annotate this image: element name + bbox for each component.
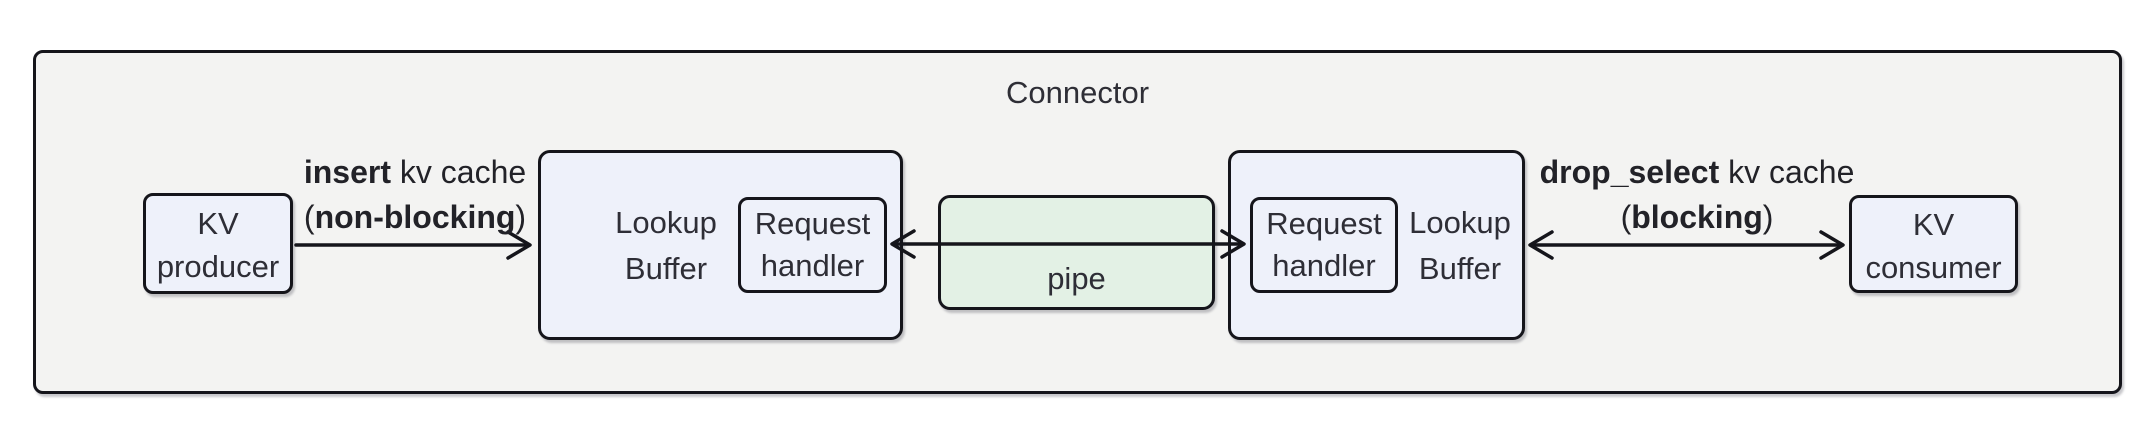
drop-select-mode-close-paren: ) (1762, 199, 1774, 235)
request-handler-left-label-line2: handler (760, 248, 865, 283)
node-kv-consumer: KV consumer (1849, 195, 2018, 293)
request-handler-right-label-line1: Request (1266, 206, 1382, 241)
insert-edge-label-line2: (non-blocking) (215, 195, 615, 240)
drop-select-edge-label-line2: (blocking) (1447, 195, 1947, 240)
node-lookup-buffer-left: Lookup Buffer Request handler (538, 150, 903, 340)
insert-keyword: insert (303, 154, 391, 190)
lookup-buffer-right-label-line2: Buffer (1418, 251, 1502, 286)
drop-select-mode-open-paren: ( (1620, 199, 1632, 235)
node-kv-producer: KV producer (143, 193, 293, 294)
drop-select-edge-label-line1: drop_select kv cache (1447, 150, 1947, 195)
kv-consumer-label-line2: consumer (1865, 249, 2002, 285)
node-pipe: pipe (938, 195, 1215, 310)
lookup-buffer-left-label-line2: Buffer (624, 251, 708, 286)
lookup-buffer-left-label-line1: Lookup (615, 205, 717, 240)
node-request-handler-right: Request handler (1250, 197, 1398, 293)
connector-title: Connector (1005, 75, 1150, 110)
insert-edge-label-line1: insert kv cache (215, 150, 615, 195)
kv-producer-label-line2: producer (156, 249, 280, 284)
kv-consumer-label-line1: KV (1912, 206, 1955, 242)
insert-mode-open-paren: ( (303, 199, 315, 235)
insert-mode: non-blocking (314, 199, 516, 235)
drop-select-mode: blocking (1631, 199, 1763, 235)
node-request-handler-left: Request handler (738, 197, 887, 293)
lookup-buffer-right-label: Lookup Buffer (1385, 200, 1535, 292)
drop-select-keyword: drop_select (1539, 154, 1720, 190)
request-handler-right-label-line2: handler (1272, 248, 1376, 283)
drop-select-edge-label: drop_select kv cache (blocking) (1447, 150, 1947, 240)
pipe-label: pipe (1047, 261, 1106, 296)
insert-rest: kv cache (390, 154, 527, 190)
insert-edge-label: insert kv cache (non-blocking) (215, 150, 615, 240)
lookup-buffer-left-label: Lookup Buffer (591, 200, 741, 292)
request-handler-left-label-line1: Request (754, 206, 871, 241)
kv-producer-label-line1: KV (197, 206, 239, 241)
node-lookup-buffer-right: Request handler Lookup Buffer (1228, 150, 1525, 340)
insert-mode-close-paren: ) (515, 199, 527, 235)
drop-select-rest: kv cache (1719, 154, 1855, 190)
lookup-buffer-right-label-line1: Lookup (1409, 205, 1511, 240)
